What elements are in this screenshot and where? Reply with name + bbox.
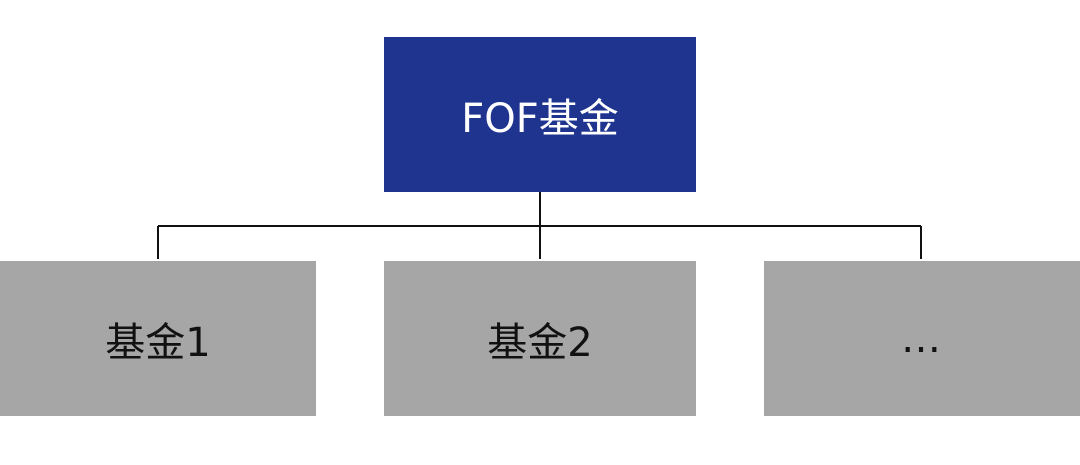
- child-node-fund-1: 基金1: [0, 261, 316, 416]
- child-node-label: 基金1: [105, 319, 211, 366]
- child-node-fund-2: 基金2: [384, 261, 696, 416]
- child-node-more: …: [764, 261, 1080, 416]
- child-node-label: 基金2: [487, 319, 593, 366]
- root-node-label: FOF基金: [461, 95, 619, 142]
- child-node-label: …: [901, 315, 943, 362]
- root-node-fof-fund: FOF基金: [384, 37, 696, 192]
